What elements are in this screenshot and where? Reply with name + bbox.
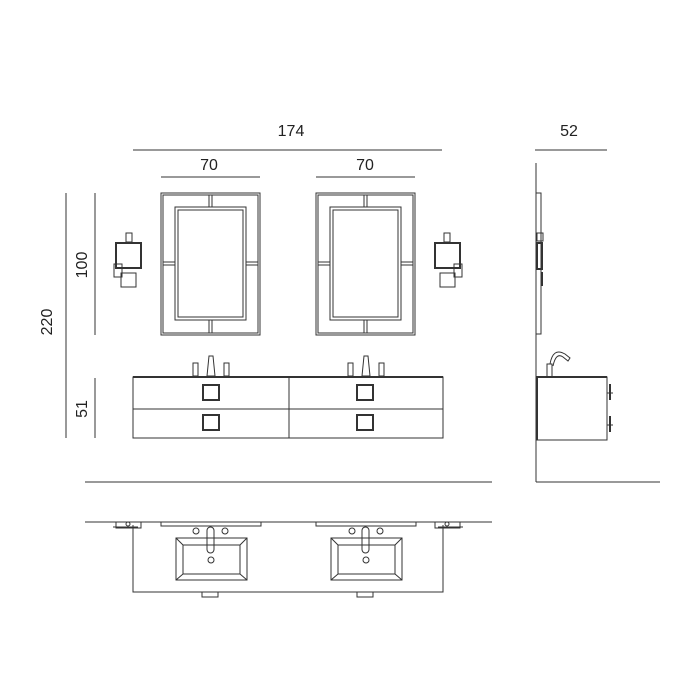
dimension-mirror-left-width: 70 [161, 157, 260, 178]
dim-label-cabinet-height: 51 [74, 400, 91, 418]
dimension-mirror-right-width: 70 [316, 157, 415, 178]
faucet-left-front [192, 355, 230, 377]
dimension-cabinet-height: 51 [74, 378, 96, 438]
wall-light-right-icon [434, 232, 463, 288]
drawer-handle [356, 384, 374, 401]
dim-label-mirror-left: 70 [200, 157, 218, 174]
side-view [535, 163, 660, 483]
top-view [85, 521, 492, 598]
drawer-handle [202, 384, 220, 401]
basin-right [330, 526, 403, 581]
dimension-depth: 52 [535, 123, 607, 151]
wall-light-left-icon [113, 232, 142, 288]
dim-label-total-height: 220 [39, 309, 56, 336]
basin-left [175, 526, 248, 581]
dimension-mirror-height: 100 [74, 193, 96, 335]
faucet-right-front [347, 355, 385, 377]
drawer-handle [202, 414, 220, 431]
mirror-right [315, 192, 416, 336]
dim-label-depth: 52 [560, 123, 578, 140]
mirror-left [160, 192, 261, 336]
drawer-handle [356, 414, 374, 431]
dimension-total-width: 174 [133, 123, 442, 151]
dim-label-mirror-height: 100 [74, 252, 91, 279]
dim-label-total-width: 174 [278, 123, 305, 140]
dim-label-mirror-right: 70 [356, 157, 374, 174]
dimension-total-height: 220 [39, 193, 67, 438]
vanity-cabinet-front [132, 376, 444, 439]
